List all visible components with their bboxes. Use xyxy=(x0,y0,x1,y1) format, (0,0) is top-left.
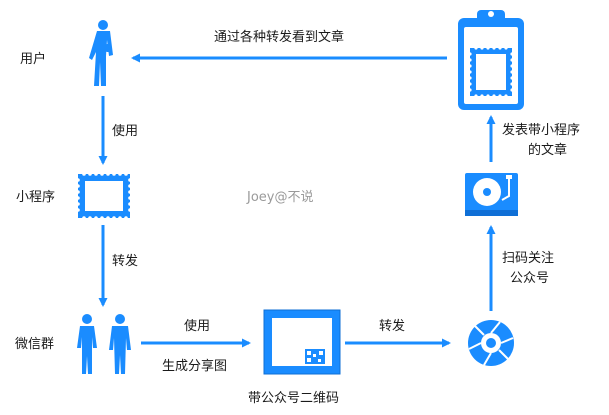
miniprogram-label: 小程序 xyxy=(16,190,55,205)
edge-label-turntable-to-clipboard-line2: 的文章 xyxy=(528,142,567,158)
camera-shutter-icon xyxy=(468,320,514,366)
watermark-text: Joey@不说 xyxy=(246,190,313,205)
edge-label-miniprogram-to-group: 转发 xyxy=(112,253,138,269)
share-image-label: 带公众号二维码 xyxy=(248,391,339,406)
clipboard-icon xyxy=(458,10,524,110)
arrows xyxy=(98,53,496,348)
edge-label-turntable-to-clipboard-line1: 发表带小程序 xyxy=(502,122,580,138)
edge-label-account-to-turntable-line2: 公众号 xyxy=(510,271,549,286)
person-silhouette-icon xyxy=(89,20,113,86)
record-turntable-icon xyxy=(465,173,518,216)
wechat-group-label: 微信群 xyxy=(15,337,54,352)
user-label: 用户 xyxy=(20,51,46,67)
edge-label-account-to-turntable-line1: 扫码关注 xyxy=(502,251,554,266)
qr-poster-icon xyxy=(263,309,341,375)
edge-label-group-to-share-bottom: 生成分享图 xyxy=(162,358,227,374)
edge-label-clipboard-to-user: 通过各种转发看到文章 xyxy=(214,29,344,45)
stamp-frame-icon xyxy=(76,172,132,220)
edge-label-group-to-share-top: 使用 xyxy=(184,318,210,334)
two-people-icon xyxy=(77,314,131,374)
edge-label-user-to-miniprogram: 使用 xyxy=(112,123,138,139)
edge-label-share-to-account: 转发 xyxy=(379,318,405,334)
